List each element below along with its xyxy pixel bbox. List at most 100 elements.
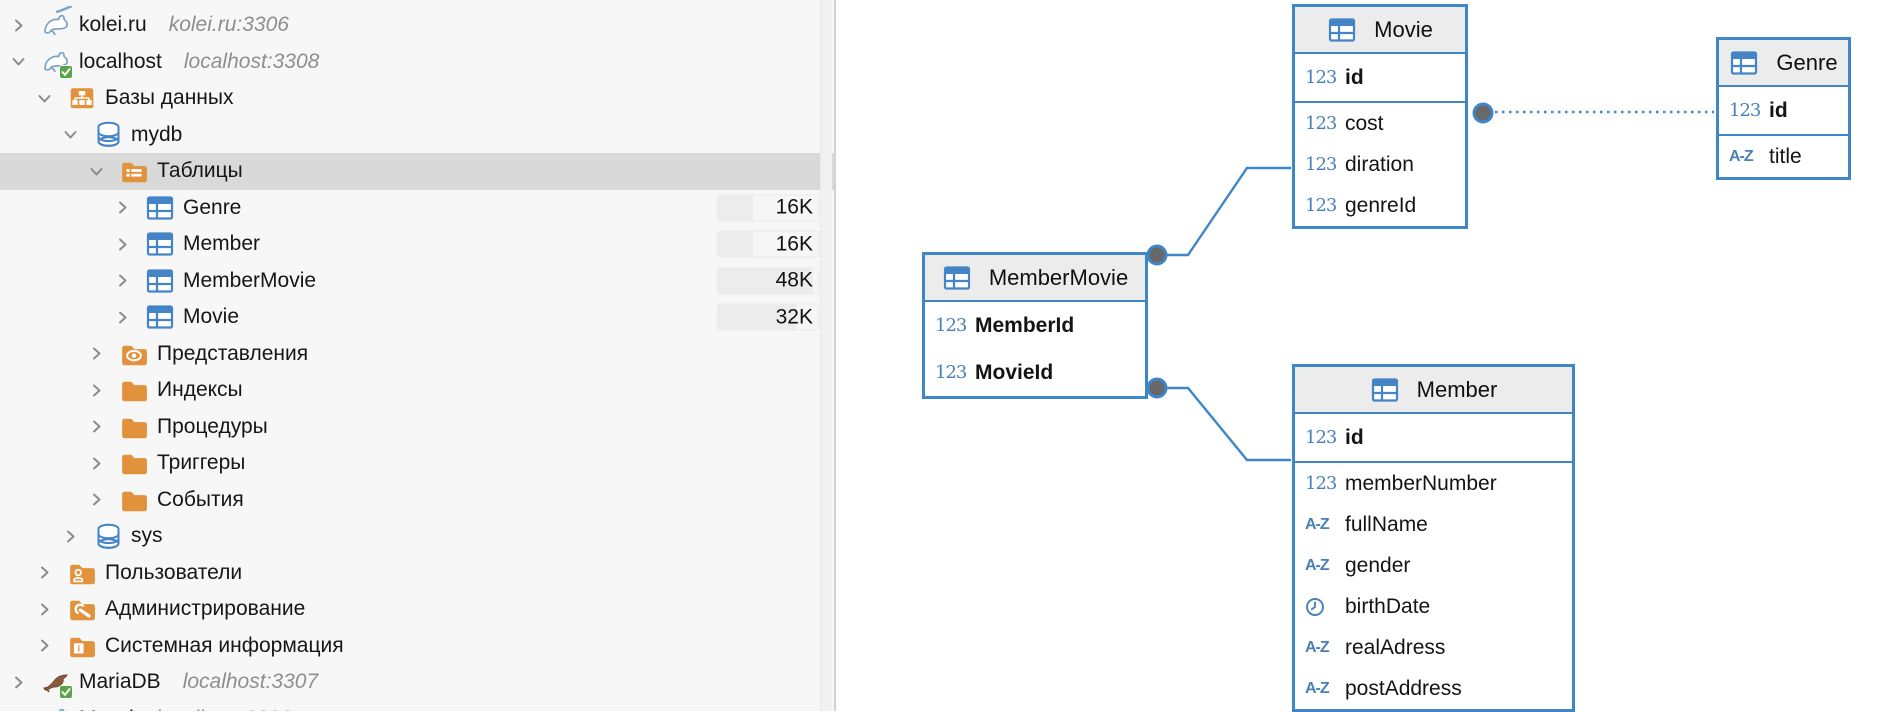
chevron-collapsed-icon[interactable] (88, 345, 104, 362)
er-column-row[interactable]: A-Z postAddress (1295, 668, 1572, 709)
chevron-collapsed-icon[interactable] (36, 637, 52, 654)
tree-item-label: MemberMovie (183, 268, 317, 292)
tree-item-member[interactable]: Member 16K (0, 226, 834, 263)
database-navigator-panel: kolei.ru kolei.ru:3306 localhost localho… (0, 0, 836, 711)
er-column-row[interactable]: A-Z realAdress (1295, 627, 1572, 668)
tree-item-kolei-ru[interactable]: kolei.ru kolei.ru:3306 (0, 7, 834, 44)
chevron-collapsed-icon[interactable] (62, 528, 78, 545)
tree-item-movie[interactable]: Movie 32K (0, 299, 834, 336)
tree-item-triggers[interactable]: Триггеры (0, 445, 834, 482)
table-icon (942, 263, 972, 293)
size-bar-fill (718, 268, 813, 294)
column-name: genreId (1345, 193, 1417, 217)
tree-item-label: Пользователи (105, 560, 243, 584)
er-column-row[interactable]: 123 diration (1295, 144, 1465, 185)
tree-item-users[interactable]: Пользователи (0, 555, 834, 592)
tree-item-host: localhost:3307 (182, 670, 319, 694)
tree-item-mysql[interactable]: Mysql localhost:3306 (0, 701, 834, 711)
chevron-collapsed-icon[interactable] (114, 272, 130, 289)
chevron-collapsed-icon[interactable] (88, 382, 104, 399)
er-table-header[interactable]: Genre (1719, 40, 1848, 87)
tree-item-system-info[interactable]: i Системная информация (0, 628, 834, 665)
er-table-header[interactable]: Member (1295, 367, 1572, 414)
tree-item-mariadb[interactable]: MariaDB localhost:3307 (0, 664, 834, 701)
size-badge-text: 16K (775, 232, 813, 256)
er-table-pk-section: 123 MemberId 123 MovieId (925, 302, 1145, 396)
er-column-row[interactable]: A-Z fullName (1295, 504, 1572, 545)
tree-item-administration[interactable]: Администрирование (0, 591, 834, 628)
er-table-name: Member (1416, 376, 1498, 402)
tree-item-events[interactable]: События (0, 482, 834, 519)
relation-line-membermovie-member[interactable] (1166, 386, 1291, 462)
er-diagram-panel: Movie 123 id 123 cost 123 diration 123 g… (836, 0, 1885, 712)
chevron-collapsed-icon[interactable] (114, 236, 130, 253)
column-name: cost (1345, 111, 1384, 135)
tree-item-procedures[interactable]: Процедуры (0, 409, 834, 446)
tree-item-label: Member (183, 232, 261, 256)
er-column-row[interactable]: 123 id (1719, 87, 1848, 134)
column-name: id (1769, 98, 1788, 122)
numeric-type-icon: 123 (1305, 154, 1337, 175)
er-table-header[interactable]: Movie (1295, 7, 1465, 54)
relation-anchor-membermovie-bottom[interactable] (1146, 377, 1168, 399)
tree-item-label: Процедуры (157, 414, 268, 438)
er-column-row[interactable]: 123 memberNumber (1295, 463, 1572, 504)
chevron-collapsed-icon[interactable] (88, 491, 104, 508)
tree-item-databases[interactable]: Базы данных (0, 80, 834, 117)
er-column-row[interactable]: A-Z gender (1295, 545, 1572, 586)
chevron-collapsed-icon[interactable] (10, 17, 26, 34)
numeric-type-icon: 123 (1305, 427, 1337, 448)
column-name: birthDate (1345, 594, 1431, 618)
size-badge: 48K (717, 267, 819, 295)
chevron-collapsed-icon[interactable] (88, 418, 104, 435)
chevron-collapsed-icon[interactable] (36, 601, 52, 618)
er-column-row[interactable]: A-Z title (1719, 136, 1848, 177)
folder-icon (119, 485, 149, 515)
tree-item-indexes[interactable]: Индексы (0, 372, 834, 409)
chevron-collapsed-icon[interactable] (88, 455, 104, 472)
chevron-collapsed-icon[interactable] (10, 674, 26, 691)
numeric-type-icon: 123 (1305, 473, 1337, 494)
tree-scrollbar[interactable] (820, 0, 832, 711)
er-column-row[interactable]: 123 genreId (1295, 185, 1465, 226)
er-table-attr-section: 123 memberNumber A-Z fullName A-Z gender… (1295, 463, 1572, 709)
tree-item-label: kolei.ru (79, 13, 147, 37)
tree-item-genre[interactable]: Genre 16K (0, 190, 834, 227)
chevron-collapsed-icon[interactable] (36, 564, 52, 581)
relation-line-membermovie-movie[interactable] (1166, 166, 1291, 257)
chevron-expanded-icon[interactable] (88, 163, 104, 180)
size-bar-fill (718, 231, 753, 257)
column-name: diration (1345, 152, 1414, 176)
er-column-row[interactable]: 123 id (1295, 54, 1465, 101)
tree-item-localhost[interactable]: localhost localhost:3308 (0, 44, 834, 81)
tree-item-host: localhost:3306 (156, 707, 291, 711)
column-name: fullName (1345, 512, 1428, 536)
er-table-movie[interactable]: Movie 123 id 123 cost 123 diration 123 g… (1292, 4, 1468, 229)
numeric-type-icon: 123 (935, 315, 967, 336)
tree-item-sys[interactable]: sys (0, 518, 834, 555)
numeric-type-icon: 123 (1729, 100, 1761, 121)
chevron-expanded-icon[interactable] (62, 126, 78, 143)
er-table-membermovie[interactable]: MemberMovie 123 MemberId 123 MovieId (922, 252, 1148, 399)
relation-anchor-membermovie-top[interactable] (1146, 244, 1168, 266)
chevron-expanded-icon[interactable] (36, 90, 52, 107)
er-table-member[interactable]: Member 123 id 123 memberNumber A-Z fullN… (1292, 364, 1575, 712)
er-column-row[interactable]: 123 MemberId (925, 302, 1145, 349)
er-column-row[interactable]: 123 cost (1295, 103, 1465, 144)
relation-anchor-movie-right[interactable] (1472, 102, 1494, 124)
tree-item-mydb[interactable]: mydb (0, 117, 834, 154)
chevron-expanded-icon[interactable] (10, 53, 26, 70)
tree-item-host: localhost:3308 (183, 49, 320, 73)
tree-item-membermovie[interactable]: MemberMovie 48K (0, 263, 834, 300)
tree-item-tables[interactable]: Таблицы (0, 153, 834, 190)
er-column-row[interactable]: birthDate (1295, 586, 1572, 627)
chevron-collapsed-icon[interactable] (114, 199, 130, 216)
column-name: gender (1345, 553, 1411, 577)
er-column-row[interactable]: 123 MovieId (925, 349, 1145, 396)
tree-item-views[interactable]: Представления (0, 336, 834, 373)
chevron-collapsed-icon[interactable] (114, 309, 130, 326)
er-table-genre[interactable]: Genre 123 id A-Z title (1716, 37, 1851, 180)
er-column-row[interactable]: 123 id (1295, 414, 1572, 461)
er-table-header[interactable]: MemberMovie (925, 255, 1145, 302)
size-badge: 32K (717, 303, 819, 331)
